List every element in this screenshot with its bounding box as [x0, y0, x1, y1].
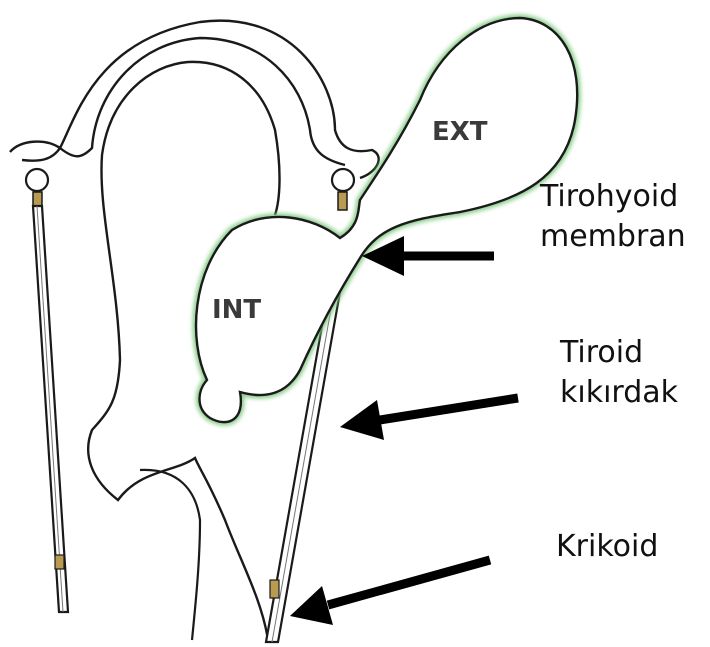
tiroid-line2: kıkırdak	[560, 373, 678, 413]
tiroid-cartilage-label: Tiroid kıkırdak	[560, 333, 678, 413]
tirohyoid-line2: membran	[540, 217, 686, 257]
krikoid-line: Krikoid	[556, 527, 658, 567]
hyoid-arch-outer	[10, 21, 379, 178]
tirohyoid-line1: Tirohyoid	[540, 177, 686, 217]
int-label: INT	[212, 295, 261, 325]
larynx-outline-inner-left	[140, 470, 200, 640]
hyoid-arch-inner	[22, 38, 345, 165]
tiroid-line1: Tiroid	[560, 333, 678, 373]
cyst: EXT INT	[196, 18, 577, 422]
left-cartilage	[26, 169, 68, 612]
ext-label: EXT	[432, 117, 488, 147]
krikoid-label: Krikoid	[556, 527, 658, 567]
arrow-tiroid	[340, 398, 518, 440]
arrow-krikoid	[290, 560, 490, 625]
arrow-tirohyoid	[362, 236, 494, 276]
tirohyoid-membrane-label: Tirohyoid membran	[540, 177, 686, 257]
